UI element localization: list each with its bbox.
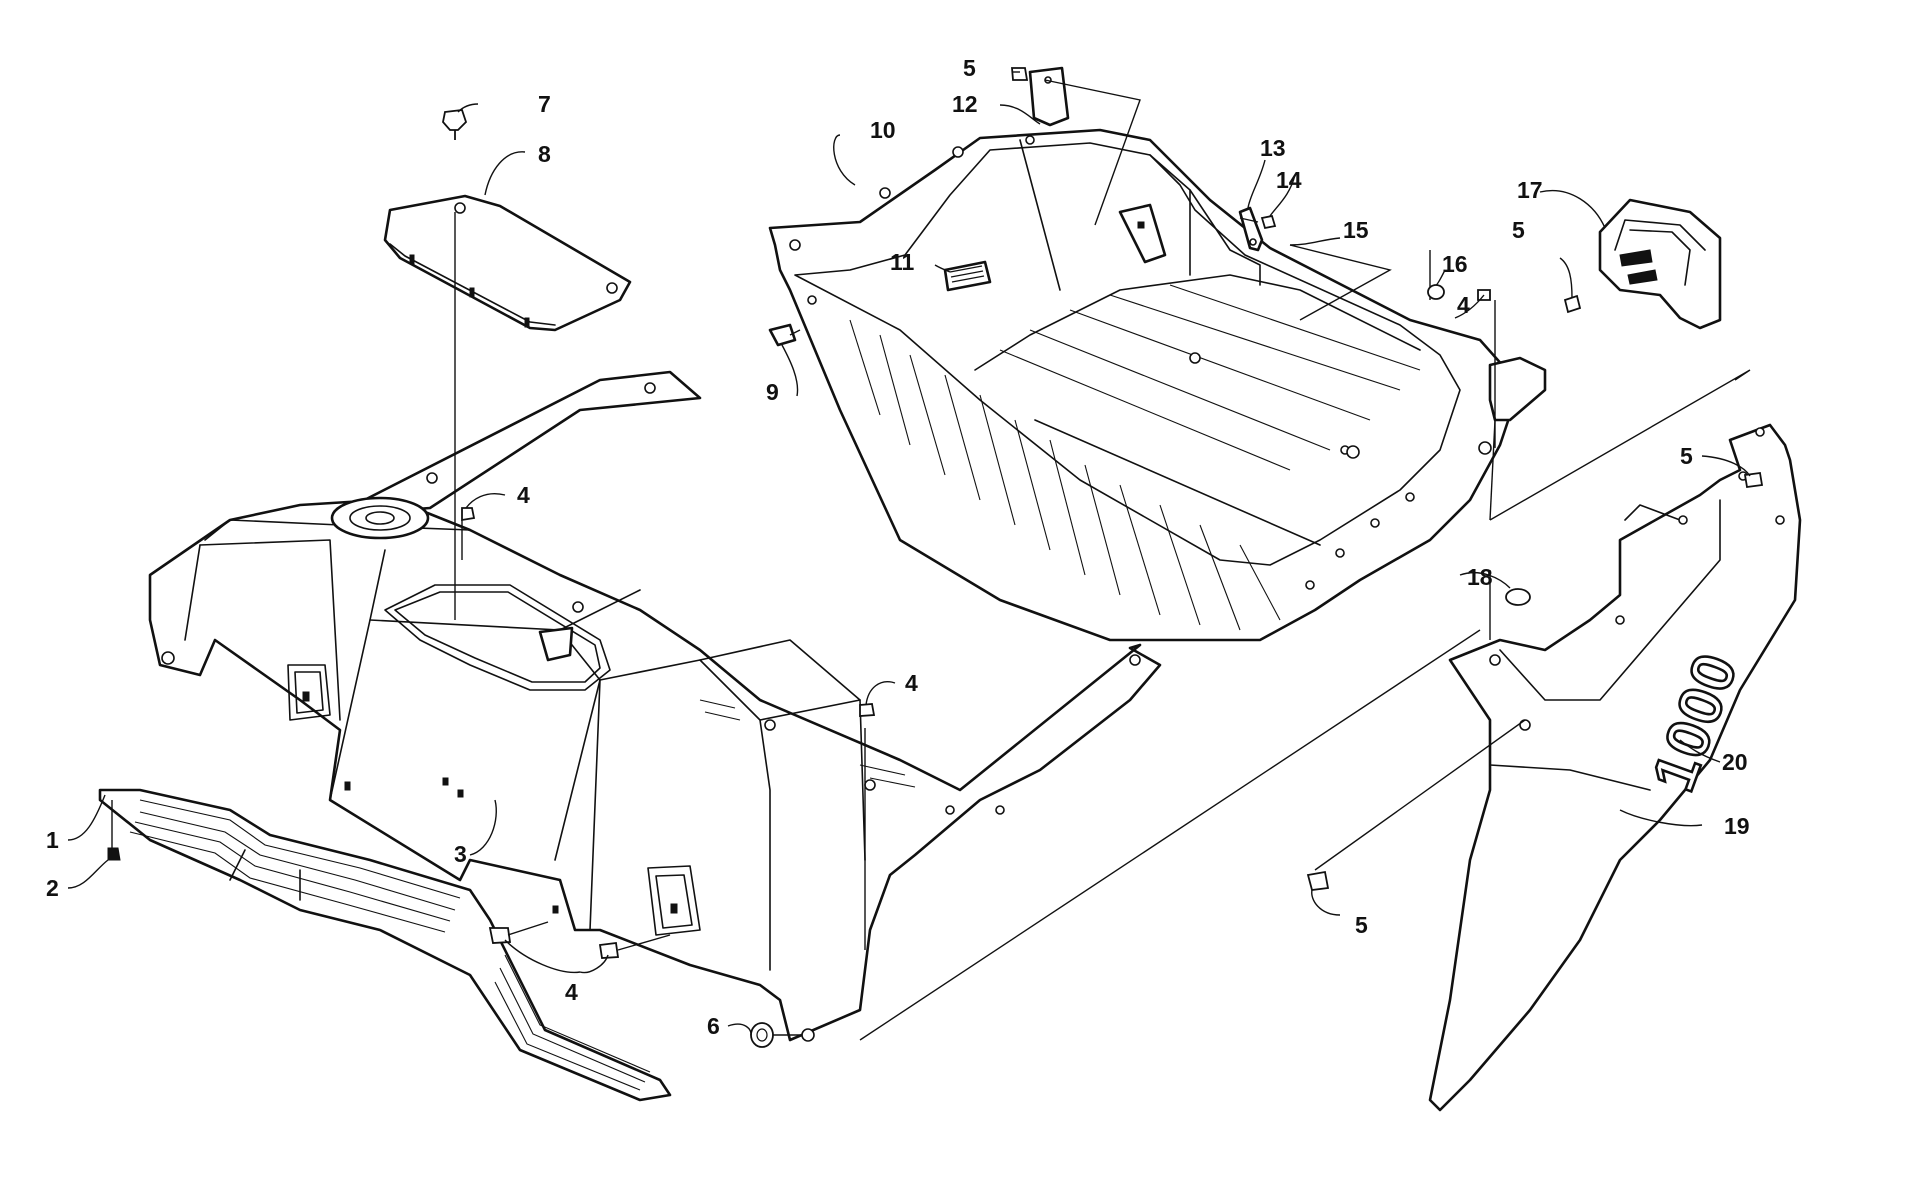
assembly-lines xyxy=(454,79,1751,1041)
callout-4: 4 xyxy=(517,482,530,508)
warning-label xyxy=(943,260,992,292)
callout-labels: 1 2 3 4 4 4 4 5 5 5 5 6 7 8 9 10 11 12 1… xyxy=(46,55,1750,1039)
callout-6: 6 xyxy=(707,1013,720,1039)
callout-5: 5 xyxy=(1355,912,1368,938)
callout-3: 3 xyxy=(454,841,467,867)
callout-13: 13 xyxy=(1260,135,1286,161)
callout-11: 11 xyxy=(890,249,915,275)
callout-leaders xyxy=(67,71,1751,1036)
callout-15: 15 xyxy=(1343,217,1369,243)
callout-4: 4 xyxy=(1457,292,1470,318)
callout-12: 12 xyxy=(952,91,978,117)
retaining-clip xyxy=(768,323,797,347)
callout-4: 4 xyxy=(565,979,578,1005)
callout-20: 20 xyxy=(1722,749,1748,775)
callout-5: 5 xyxy=(1512,217,1525,243)
mounting-bracket xyxy=(1028,66,1070,127)
rear-body-panel xyxy=(148,370,1162,1042)
callout-9: 9 xyxy=(766,379,779,405)
storage-lid xyxy=(383,194,632,332)
callout-2: 2 xyxy=(46,875,59,901)
tail-light xyxy=(1598,198,1722,330)
callout-19: 19 xyxy=(1724,813,1750,839)
grille-clip xyxy=(107,800,121,861)
lower-grille-trim xyxy=(98,788,672,1102)
callout-10: 10 xyxy=(870,117,896,143)
callout-7: 7 xyxy=(538,91,551,117)
cargo-box-tray xyxy=(768,128,1547,642)
callout-5: 5 xyxy=(963,55,976,81)
callout-5: 5 xyxy=(1680,443,1693,469)
callout-4: 4 xyxy=(905,670,918,696)
callout-8: 8 xyxy=(538,141,551,167)
callout-18: 18 xyxy=(1467,564,1493,590)
callout-14: 14 xyxy=(1276,167,1302,193)
callout-16: 16 xyxy=(1442,251,1468,277)
strap-and-bolt xyxy=(1238,206,1277,252)
callout-1: 1 xyxy=(46,827,59,853)
callout-17: 17 xyxy=(1517,177,1543,203)
